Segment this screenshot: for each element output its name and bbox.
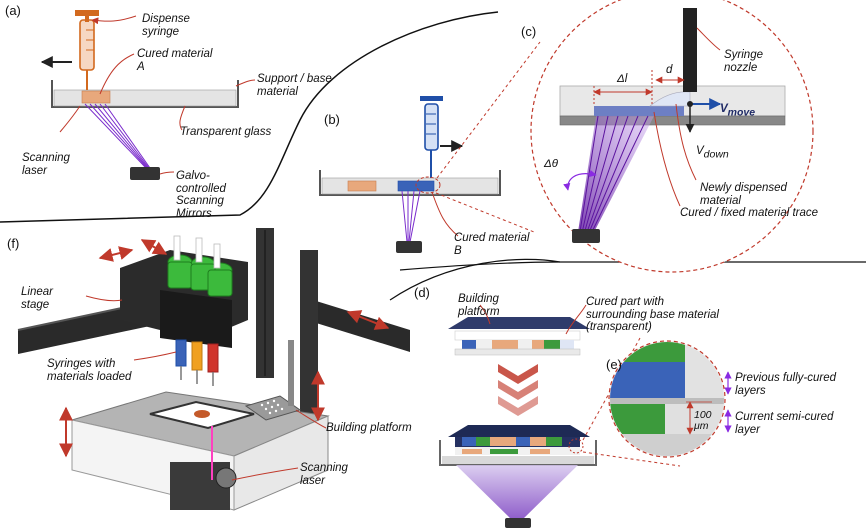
- label-galvo-mirrors: Galvo- controlled Scanning Mirrors: [176, 170, 226, 220]
- label-current-layer: Current semi-cured layer: [735, 411, 834, 436]
- label-delta-l: Δl: [617, 73, 628, 85]
- panel-b-illustration: [319, 41, 541, 253]
- panel-f-illustration: [17, 228, 410, 511]
- label-scanning-laser-a: Scanning laser: [22, 152, 70, 177]
- label-syringes-loaded: Syringes with materials loaded: [47, 358, 132, 383]
- divider-curve-bf: [389, 258, 866, 301]
- label-linear-stage: Linear stage: [21, 286, 53, 311]
- divider-curve-c: [399, 261, 561, 271]
- panel-label-d: (d): [414, 285, 430, 300]
- label-transparent-glass: Transparent glass: [180, 126, 272, 138]
- label-building-platform-f: Building platform: [326, 422, 412, 434]
- label-building-platform-d: Building platform: [458, 293, 500, 318]
- label-cured-material-a: Cured material A: [137, 48, 213, 73]
- v-move-symbol: V: [720, 102, 728, 115]
- label-newly-dispensed: Newly dispensed material: [700, 182, 787, 207]
- panel-label-c: (c): [521, 24, 537, 39]
- panel-e-illustration: [608, 340, 732, 458]
- panel-label-e: (e): [606, 357, 622, 372]
- label-support-base-material: Support / base material: [257, 73, 332, 98]
- v-down-symbol: V: [696, 144, 704, 157]
- panel-d-illustration: [439, 304, 681, 528]
- label-d: d: [666, 64, 673, 76]
- label-scanning-laser-f: Scanning laser: [300, 462, 348, 487]
- label-dispense-syringe: Dispense syringe: [142, 13, 190, 38]
- label-syringe-nozzle: Syringe nozzle: [724, 49, 763, 74]
- label-cured-part: Cured part with surrounding base materia…: [586, 296, 719, 333]
- label-v-down: Vdown: [696, 132, 729, 160]
- panel-label-b: (b): [324, 112, 340, 127]
- v-down-subscript: down: [703, 147, 729, 160]
- label-previous-layers: Previous fully-cured layers: [735, 372, 836, 397]
- label-delta-theta: Δθ: [544, 158, 558, 170]
- label-100-um: 100 μm: [694, 409, 712, 432]
- panel-c-illustration: [530, 0, 814, 273]
- label-v-move: Vmove: [720, 90, 755, 118]
- panel-label-a: (a): [5, 3, 21, 18]
- divider-curve-ab: [0, 11, 499, 223]
- label-cured-material-b: Cured material B: [454, 232, 530, 257]
- panel-label-f: (f): [7, 236, 20, 251]
- panel-a-illustration: [40, 10, 256, 180]
- v-move-subscript: move: [727, 105, 756, 118]
- label-cured-trace: Cured / fixed material trace: [680, 207, 819, 219]
